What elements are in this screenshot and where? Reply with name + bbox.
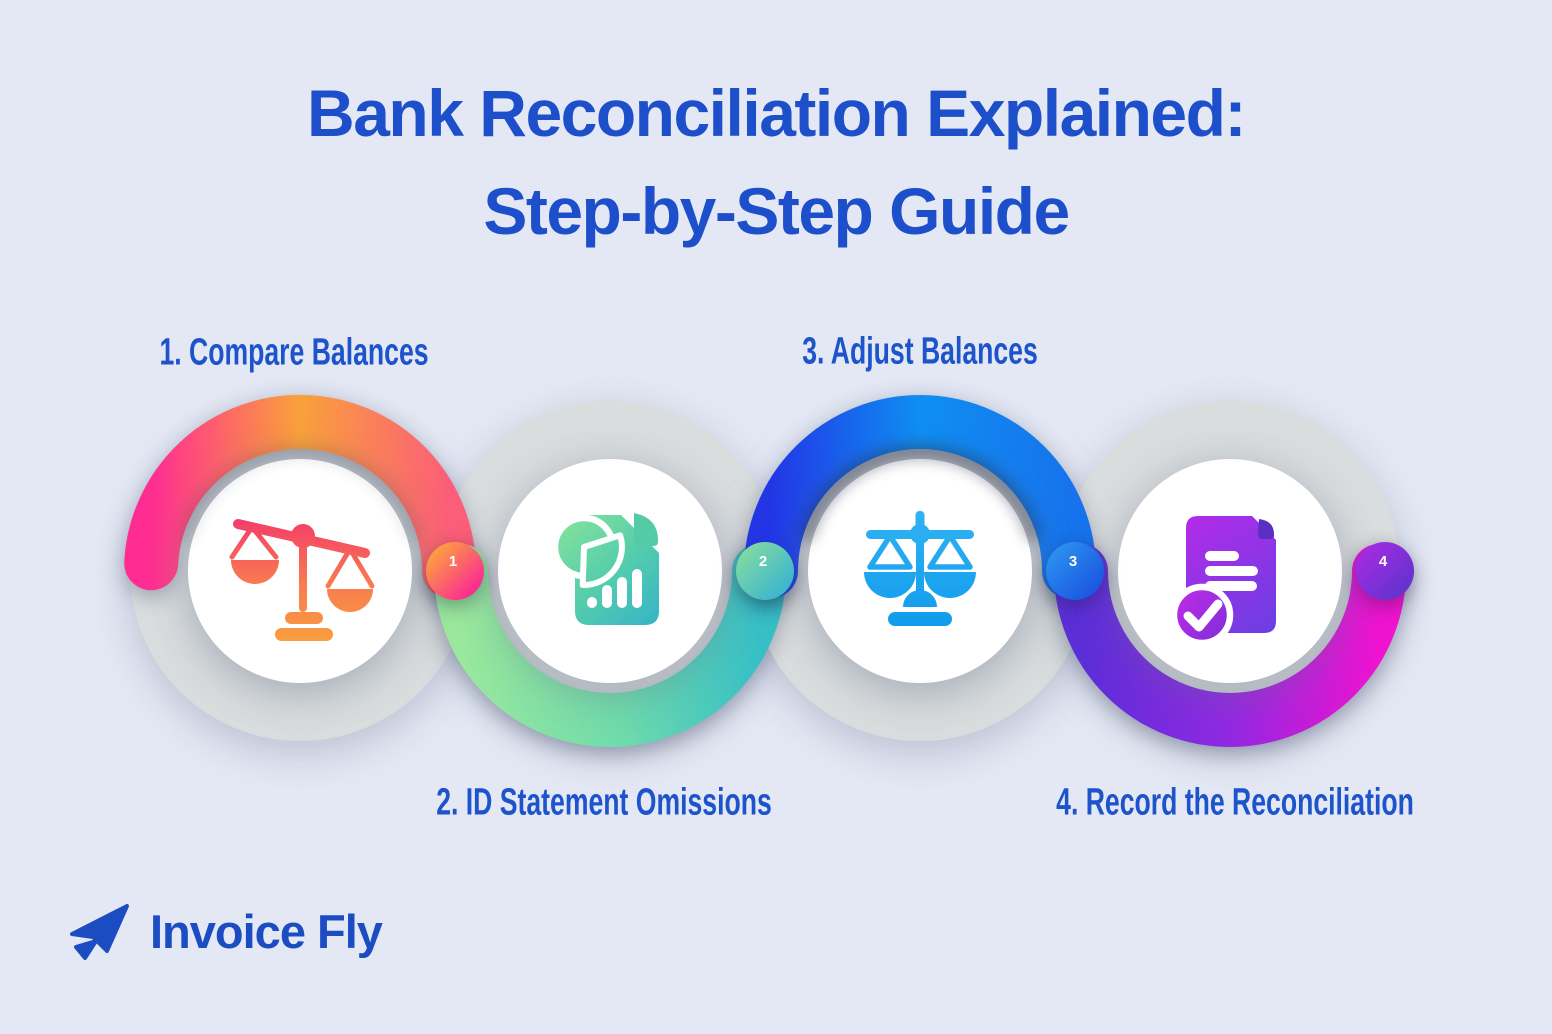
scale3-base	[888, 612, 952, 626]
step-2-badge: 2	[736, 542, 794, 600]
step-3-badge-number: 3	[1069, 553, 1077, 570]
page-title-line-2: Step-by-Step Guide	[483, 174, 1070, 248]
scale1-left-pan	[231, 560, 279, 584]
page-title-line-1: Bank Reconciliation Explained:	[307, 76, 1246, 150]
scale1-base-bottom	[275, 628, 333, 641]
paper-plane-icon	[70, 904, 129, 960]
paper-plane-body	[70, 904, 129, 953]
step-3-label: 3. Adjust Balances	[802, 330, 1038, 373]
unbalanced-scale-icon	[229, 519, 375, 641]
step-badges: 1 2 3 4	[426, 542, 1414, 600]
step-3-arc	[744, 395, 1096, 598]
step-1-badge-number: 1	[449, 553, 457, 570]
scale3-dome	[903, 590, 937, 607]
scale3-left-pan	[864, 572, 916, 598]
step-4-badge: 4	[1356, 542, 1414, 600]
step-1-arc	[124, 394, 476, 598]
brand-logo-text: Invoice Fly	[150, 904, 383, 958]
step-3-badge: 3	[1046, 542, 1104, 600]
progress-arcs	[124, 394, 1406, 747]
doc2-bar-4	[632, 569, 642, 608]
step-4-label: 4. Record the Reconciliation	[1056, 781, 1414, 824]
step-4-arc	[1054, 544, 1406, 747]
doc2-pie-slice	[579, 532, 625, 589]
scale1-post	[299, 536, 307, 612]
scale3-left-strings	[867, 533, 913, 570]
doc4-line-2	[1205, 566, 1258, 576]
checked-document-icon	[1170, 516, 1276, 647]
doc4-check-circle	[1170, 583, 1234, 647]
step-3-arc-inner-shadow	[797, 444, 1043, 542]
step-1-label: 1. Compare Balances	[159, 331, 429, 374]
step-4-badge-number: 4	[1379, 553, 1388, 570]
doc2-bar-2	[602, 585, 612, 608]
doc4-line-1	[1205, 551, 1239, 561]
doc4-check-mark	[1183, 599, 1223, 632]
step-2-arc	[434, 544, 786, 747]
doc2-bar-chart	[587, 569, 642, 608]
scale3-right-pan	[924, 572, 976, 598]
doc4-fold-corner	[1258, 519, 1275, 539]
doc2-fold-corner	[634, 513, 659, 546]
balanced-scale-icon	[864, 511, 976, 626]
step-2-label: 2. ID Statement Omissions	[436, 781, 772, 824]
report-document-icon	[551, 513, 659, 625]
step-2-badge-circle	[736, 542, 794, 600]
scale3-post	[916, 534, 924, 598]
page-title: Bank Reconciliation Explained: Step-by-S…	[0, 64, 1552, 260]
scale1-left-strings	[229, 524, 279, 560]
step-3-badge-circle	[1046, 542, 1104, 600]
doc2-bar-1	[587, 597, 597, 608]
scale3-right-strings	[927, 533, 973, 570]
scale1-base-top	[285, 612, 323, 624]
step-1-arc-inner-shadow	[178, 444, 422, 542]
brand-logo: Invoice Fly	[64, 900, 383, 962]
scale1-right-strings	[325, 546, 375, 589]
scale1-right-pan	[327, 589, 373, 612]
step-2-badge-number: 2	[759, 553, 767, 570]
doc2-bar-3	[617, 577, 627, 608]
step-1-badge-circle	[426, 542, 484, 600]
paper-plane-flap	[74, 939, 98, 960]
step-4-badge-circle	[1356, 542, 1414, 600]
step-1-badge: 1	[426, 542, 484, 600]
